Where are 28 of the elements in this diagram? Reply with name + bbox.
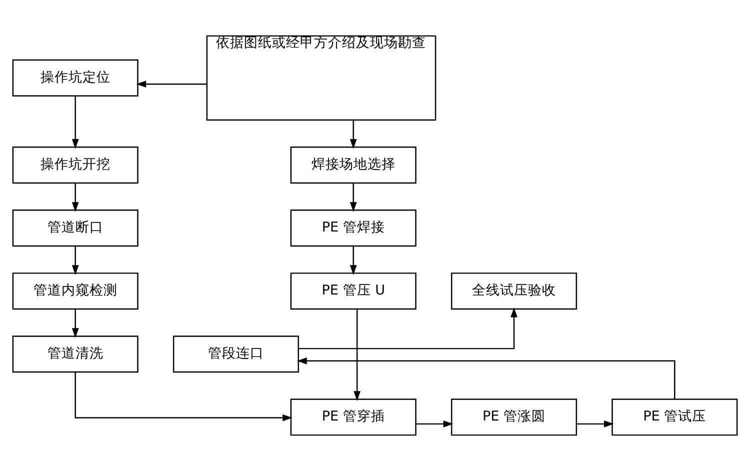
- arrow: [416, 420, 454, 427]
- arrow: [350, 182, 357, 212]
- node-box: PE 管焊接: [290, 209, 416, 246]
- node-box: 依据图纸或经甲方介绍及现场勘查: [206, 34, 436, 120]
- node-box: 操作坑开挖: [12, 146, 138, 184]
- arrow: [72, 308, 79, 338]
- node-box: 管段连口: [172, 335, 299, 372]
- arrow: [72, 182, 79, 212]
- arrow: [296, 356, 676, 399]
- arrow: [136, 80, 207, 88]
- arrow: [74, 372, 292, 421]
- node-box: 管道清洗: [12, 335, 138, 372]
- node-box: 操作坑定位: [12, 58, 138, 96]
- node-box: PE 管涨圆: [451, 398, 578, 436]
- arrow: [354, 308, 361, 400]
- node-box: 全线试压验收: [451, 272, 578, 310]
- arrow: [72, 246, 79, 274]
- arrow: [298, 306, 518, 349]
- arrow: [576, 420, 614, 427]
- node-box: PE 管穿插: [290, 398, 416, 436]
- node-box: 管道断口: [12, 209, 138, 246]
- node-box: PE 管试压: [612, 398, 738, 436]
- arrow: [72, 96, 79, 148]
- node-box: 管道内窥检测: [12, 272, 138, 310]
- node-box: 焊接场地选择: [290, 146, 416, 184]
- node-box: PE 管压 U: [290, 272, 416, 310]
- arrow: [350, 246, 357, 274]
- arrow: [350, 119, 357, 148]
